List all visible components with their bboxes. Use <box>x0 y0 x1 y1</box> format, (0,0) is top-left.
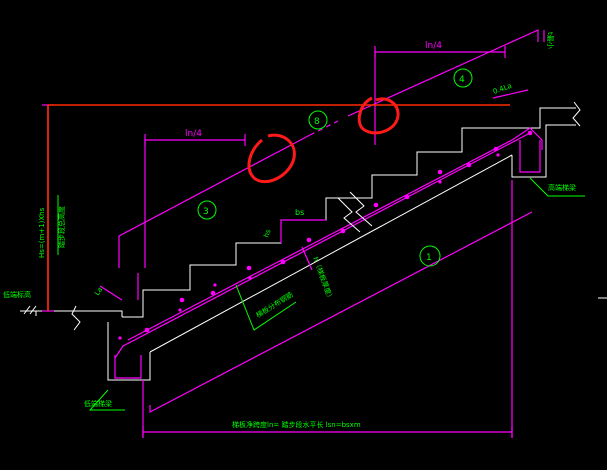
bottom-main-rebar <box>149 211 533 413</box>
circle-markers <box>197 68 473 267</box>
red-circle-annotation-2 <box>357 96 400 135</box>
low-beam-outline <box>107 322 151 381</box>
rebar-dots <box>118 130 533 340</box>
marker-circle-1 <box>419 245 441 267</box>
upper-rebar-4 <box>347 29 539 117</box>
label-bs: bs <box>295 208 304 217</box>
marker-circle-3 <box>197 200 217 220</box>
stair-slab-bottom <box>149 154 513 353</box>
label-low-elevation: 低端标高 <box>3 290 31 299</box>
label-ln4-top: ln/4 <box>425 41 442 51</box>
stair-steps <box>122 107 576 318</box>
label-4: 4 <box>459 75 465 85</box>
label-3: 3 <box>203 207 209 217</box>
label-1: 1 <box>426 253 432 263</box>
slab-break-mark <box>337 191 373 233</box>
slab-top-rebar <box>114 132 531 359</box>
slab-bottom-rebar <box>127 127 543 341</box>
break-symbol-right <box>572 101 581 127</box>
labels-group: ln/4 ln/4 t最小 0.4La 4 8 3 1 bs hs h（梯板厚度… <box>3 32 576 429</box>
label-low-beam: 低端梯梁 <box>84 399 112 408</box>
label-ln4-left: ln/4 <box>185 129 202 139</box>
leader-lines <box>57 177 585 411</box>
rebar-group <box>42 29 545 438</box>
label-h-thickness: h（梯板厚度） <box>311 256 335 303</box>
upper-rebar-3 <box>118 134 311 268</box>
label-bottom-dimension: 梯板净跨度ln= 踏步段水平长 lsn=bsxm <box>232 420 361 429</box>
marker-circle-4 <box>453 68 473 88</box>
label-hs-formula: Hs=(m+1)Xhs <box>38 207 46 258</box>
stair-outline <box>20 101 607 381</box>
low-landing <box>36 310 123 317</box>
label-t-min: t最小 <box>546 32 555 49</box>
break-symbol-left <box>71 305 81 331</box>
label-mid-rebar: 梯板分布钢筋 <box>254 290 294 320</box>
high-beam-outline <box>511 124 576 178</box>
label-hs: hs <box>262 228 272 239</box>
height-reference <box>47 104 510 311</box>
red-circle-annotation-1 <box>247 133 296 184</box>
label-8: 8 <box>314 117 320 127</box>
marker-circle-8 <box>308 110 328 130</box>
label-high-beam: 高端梯梁 <box>548 183 576 192</box>
annotation-marks <box>247 96 400 184</box>
label-la: La <box>93 286 104 297</box>
label-hs-sub: 踏步段总高度 <box>57 206 66 248</box>
